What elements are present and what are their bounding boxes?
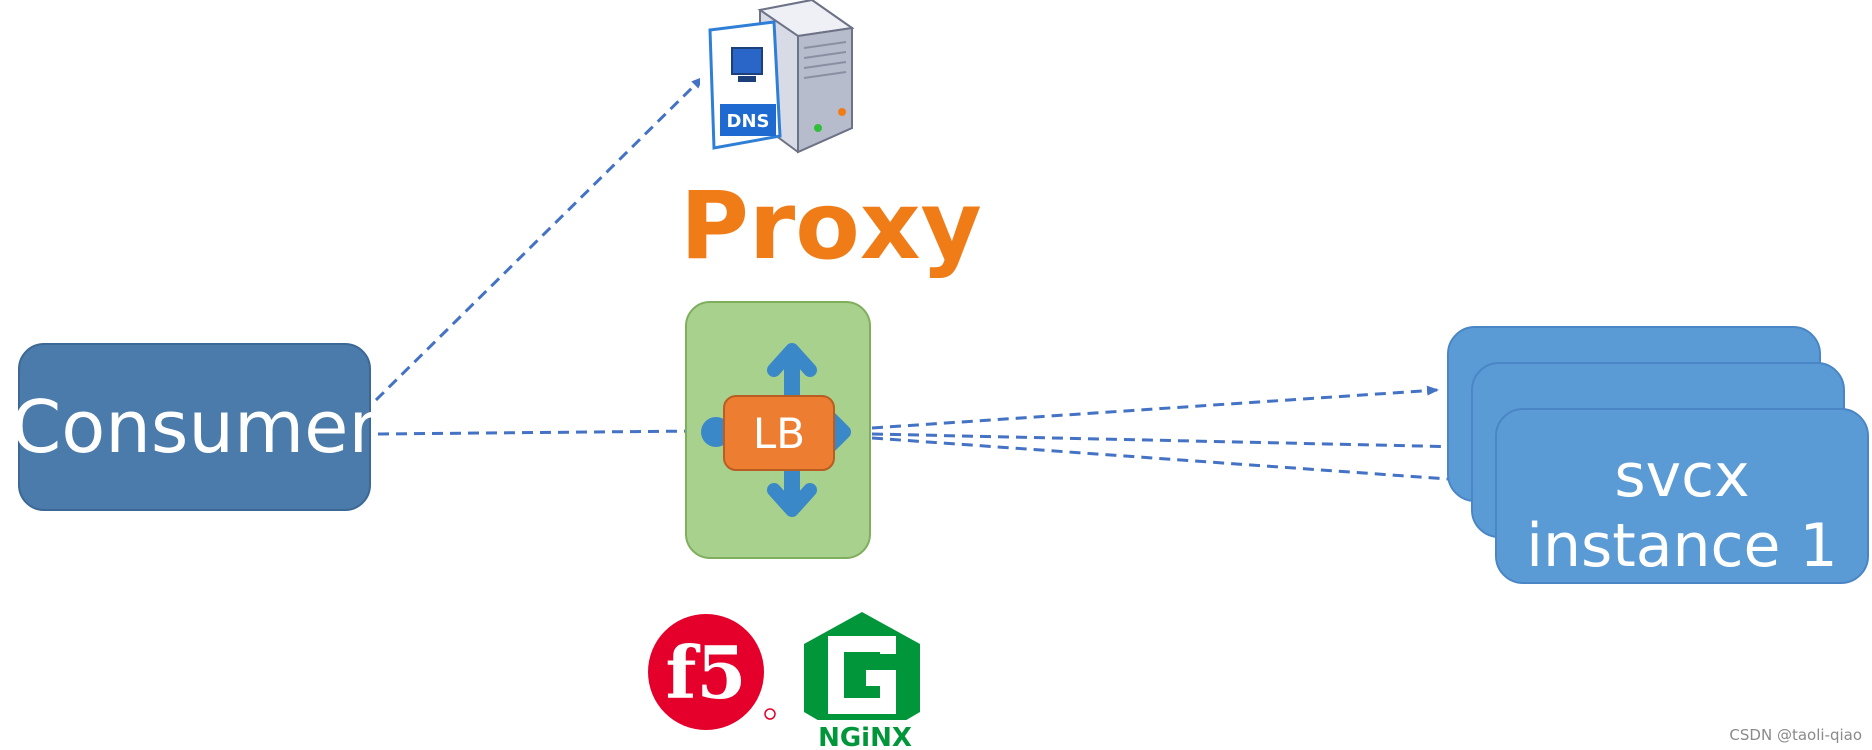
f5-logo-icon: f5 — [648, 614, 776, 730]
proxy-load-balancer-panel: LB — [685, 301, 871, 559]
nginx-logo-text: NGiNX — [818, 723, 912, 750]
instance-name: svcx — [1614, 441, 1750, 511]
dns-server-icon: DNS — [700, 0, 858, 156]
arrow-lb-to-instance-a — [871, 385, 1439, 430]
f5-logo-text: f5 — [665, 630, 746, 715]
lb-box — [723, 395, 835, 471]
instance-number: instance 1 — [1526, 511, 1838, 581]
consumer-node: Consumer — [11, 343, 378, 511]
arrow-lb-to-instance-c — [871, 436, 1492, 487]
proxy-title: Proxy — [680, 172, 982, 281]
lb-label: LB — [753, 409, 805, 458]
dns-label: DNS — [727, 111, 770, 132]
arrow-consumer-to-dns — [374, 76, 704, 402]
service-instance-card-front: svcx instance 1 — [1495, 408, 1869, 584]
consumer-label: Consumer — [10, 385, 379, 469]
arrow-consumer-to-lb — [377, 426, 700, 437]
nginx-logo-icon: NGiNX — [790, 612, 940, 750]
arrow-lb-to-instance-b — [871, 432, 1468, 452]
watermark: CSDN @taoli-qiao — [1729, 726, 1862, 744]
